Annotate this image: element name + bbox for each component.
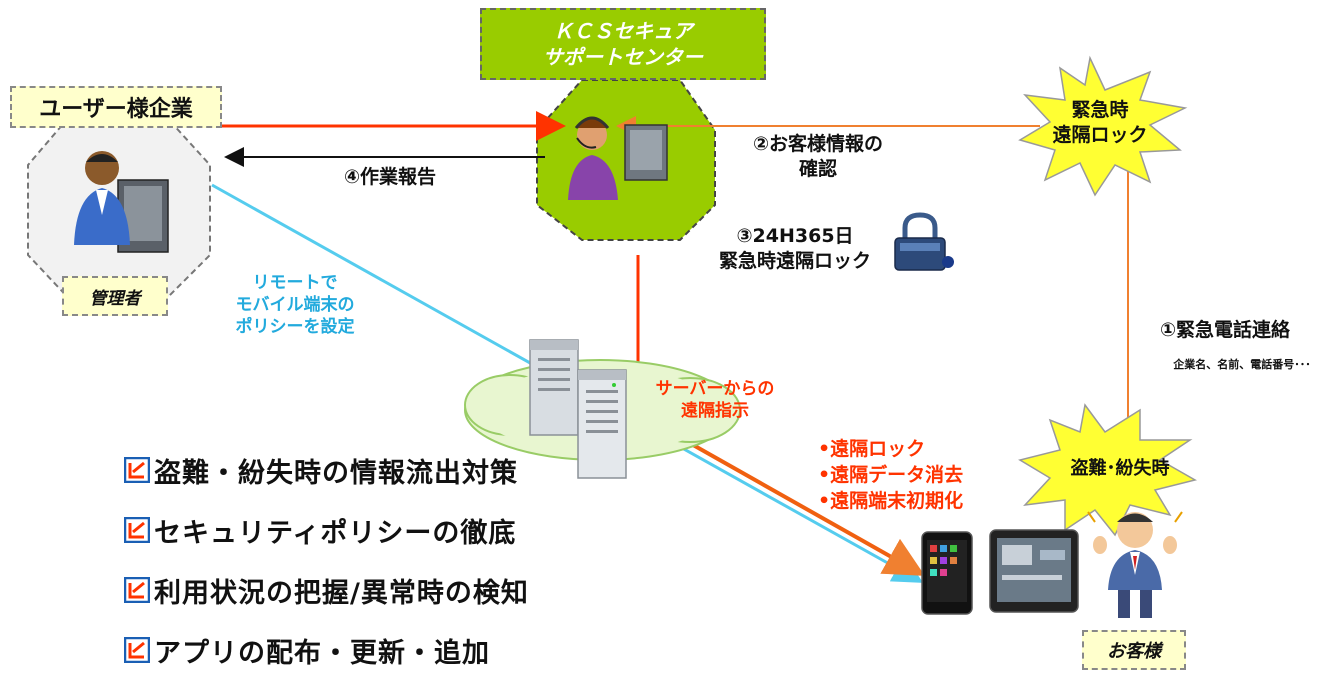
surprised-customer-icon	[1087, 511, 1183, 618]
padlock-icon	[894, 212, 954, 271]
remote-policy-label: リモートで モバイル端末の ポリシーを設定	[210, 272, 380, 338]
emergency-lock-burst	[1018, 55, 1188, 197]
support-center-title: ＫＣＳセキュア サポートセンター	[480, 8, 766, 80]
remote-policy-line3: ポリシーを設定	[235, 317, 355, 338]
emergency-call-detail: 企業名、名前、電話番号･･･	[1173, 358, 1311, 371]
checkbox-icon	[124, 577, 150, 603]
remote-action-reset: •遠隔端末初期化	[818, 490, 964, 512]
operator-headset-icon	[568, 116, 668, 200]
checkbox-icon	[124, 517, 150, 543]
feature-item: 利用状況の把握/異常時の検知	[124, 560, 529, 620]
admin-user-icon	[74, 151, 169, 253]
remote-actions-list: •遠隔ロック •遠隔データ消去 •遠隔端末初期化	[818, 436, 963, 514]
feature-text: 盗難・紛失時の情報流出対策	[154, 457, 518, 489]
lock-247-line2: 緊急時遠隔ロック	[718, 249, 871, 272]
emergency-call-label: ①緊急電話連絡	[1159, 319, 1291, 341]
customer-label: お客様	[1082, 630, 1186, 670]
server-icon	[529, 339, 627, 479]
support-center-title-line1: ＫＣＳセキュア	[553, 19, 693, 43]
emergency-lock-line2: 遠隔ロック	[1052, 123, 1148, 146]
lock-247-label: ③24H365日 緊急時遠隔ロック	[690, 224, 900, 273]
theft-burst	[1018, 403, 1197, 537]
confirm-info-line1: ②お客様情報の	[752, 133, 884, 155]
feature-text: アプリの配布・更新・追加	[154, 637, 490, 669]
user-company-label: ユーザー様企業	[10, 86, 222, 128]
feature-list: 盗難・紛失時の情報流出対策 セキュリティポリシーの徹底 利用状況の把握/異常時の…	[124, 440, 529, 680]
server-instruction-label: サーバーからの 遠隔指示	[640, 378, 790, 422]
smartphone-icon	[921, 531, 973, 615]
remote-policy-line1: リモートで	[252, 273, 338, 293]
emergency-lock-label: 緊急時 遠隔ロック	[1040, 98, 1160, 147]
feature-text: 利用状況の把握/異常時の検知	[154, 577, 529, 609]
server-instruction-line2: 遠隔指示	[681, 401, 749, 422]
confirm-info-label: ②お客様情報の 確認	[718, 132, 918, 181]
checkbox-icon	[124, 457, 150, 483]
lock-247-line1: ③24H365日	[736, 225, 854, 247]
feature-item: 盗難・紛失時の情報流出対策	[124, 440, 529, 500]
remote-policy-line2: モバイル端末の	[235, 295, 355, 316]
theft-loss-label: 盗難･紛失時	[1070, 458, 1170, 479]
feature-text: セキュリティポリシーの徹底	[154, 517, 517, 549]
checkbox-icon	[124, 637, 150, 663]
support-center-title-line2: サポートセンター	[543, 45, 703, 69]
feature-item: アプリの配布・更新・追加	[124, 620, 529, 680]
work-report-label: ④作業報告	[343, 166, 437, 188]
server-instruction-line1: サーバーからの	[655, 379, 775, 399]
remote-action-wipe: •遠隔データ消去	[818, 464, 964, 486]
tablet-icon	[989, 529, 1079, 613]
emergency-lock-line1: 緊急時	[1071, 99, 1129, 121]
feature-item: セキュリティポリシーの徹底	[124, 500, 529, 560]
confirm-info-line2: 確認	[798, 157, 837, 180]
remote-action-lock: •遠隔ロック	[818, 438, 926, 460]
admin-role-label: 管理者	[62, 276, 168, 316]
